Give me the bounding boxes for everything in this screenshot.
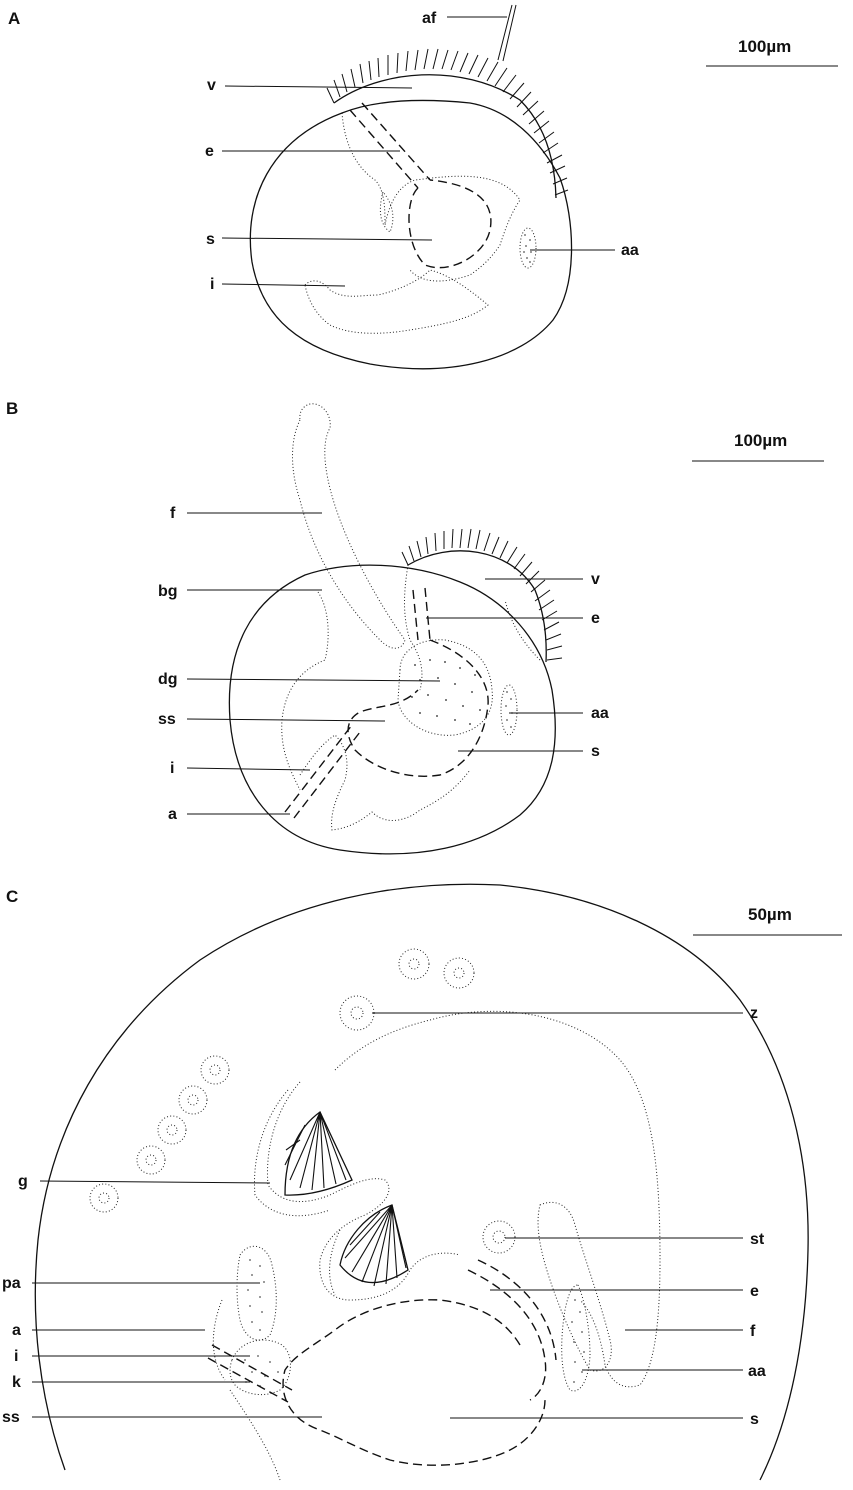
panel-a-label-i: i bbox=[210, 276, 214, 293]
panel-a: A 100µm af v e s i bbox=[8, 5, 838, 369]
panel-a-scale-text: 100µm bbox=[738, 37, 791, 56]
panel-b-stomach bbox=[348, 640, 488, 776]
panel-b-body-outline bbox=[229, 565, 555, 854]
panel-c-label-z: z bbox=[750, 1005, 758, 1022]
panel-b-label-i: i bbox=[170, 760, 174, 777]
panel-a-leader-s bbox=[222, 238, 432, 240]
panel-b-velar-lobe bbox=[405, 565, 541, 690]
panel-b-leader-ss bbox=[187, 719, 385, 721]
panel-a-stomach bbox=[409, 180, 491, 268]
panel-c-label-aa: aa bbox=[748, 1363, 766, 1380]
panel-c-rectum bbox=[208, 1345, 292, 1402]
panel-c-esophagus bbox=[468, 1260, 556, 1400]
panel-a-leader-i bbox=[222, 284, 345, 286]
panel-c-gill-fold bbox=[267, 1082, 460, 1300]
panel-b-label-v: v bbox=[591, 571, 600, 588]
panel-c-label-a: a bbox=[12, 1322, 21, 1339]
panel-c-cells bbox=[90, 949, 515, 1253]
panel-c: C 50µm bbox=[2, 884, 842, 1480]
panel-b-label-aa: aa bbox=[591, 705, 609, 722]
panel-c-mantle-edge bbox=[213, 1300, 280, 1480]
panel-a-anal-cell-stipple bbox=[523, 234, 532, 263]
panel-b-label-ss: ss bbox=[158, 711, 176, 728]
panel-c-label-ss: ss bbox=[2, 1409, 20, 1426]
panel-a-label-af: af bbox=[422, 10, 437, 27]
panel-c-scale-text: 50µm bbox=[748, 905, 792, 924]
panel-a-label-v: v bbox=[207, 77, 216, 94]
panel-b-foot bbox=[293, 404, 406, 648]
panel-b-leader-dg bbox=[187, 679, 440, 681]
panel-c-gill-fold-inner bbox=[254, 1090, 340, 1295]
panel-b-label-f: f bbox=[170, 505, 176, 522]
panel-a-leader-v bbox=[225, 86, 412, 88]
panel-c-label-pa: pa bbox=[2, 1275, 21, 1292]
panel-b-label-dg: dg bbox=[158, 671, 178, 688]
panel-b-label-bg: bg bbox=[158, 583, 178, 600]
panel-c-anal-cell bbox=[562, 1285, 590, 1391]
panel-a-apical-flagellum bbox=[498, 5, 516, 61]
panel-b-label-s: s bbox=[591, 743, 600, 760]
panel-b-label: B bbox=[6, 399, 18, 418]
panel-c-posterior-adductor-stipple bbox=[247, 1259, 265, 1331]
panel-b-digestive-gland-stipple bbox=[411, 659, 481, 725]
panel-b-label-e: e bbox=[591, 610, 600, 627]
panel-b-leader-i bbox=[187, 768, 310, 770]
panel-a-left-lobe bbox=[380, 192, 393, 232]
panel-c-gill-lower bbox=[340, 1205, 408, 1286]
panel-c-label-i: i bbox=[14, 1348, 18, 1365]
panel-b-scale-text: 100µm bbox=[734, 431, 787, 450]
panel-b-esophagus bbox=[413, 588, 430, 640]
panel-a-visceral-mass bbox=[342, 113, 520, 281]
panel-c-label-s: s bbox=[750, 1411, 759, 1428]
panel-b-label-a: a bbox=[168, 806, 177, 823]
panel-a-esophagus bbox=[350, 103, 430, 188]
panel-c-visceral-mass bbox=[335, 1011, 660, 1386]
panel-a-label: A bbox=[8, 9, 20, 28]
panel-c-label-k: k bbox=[12, 1374, 21, 1391]
panel-b-anal-cell-stipple bbox=[505, 691, 513, 728]
panel-c-label-st: st bbox=[750, 1231, 765, 1248]
panel-c-label-f: f bbox=[750, 1323, 756, 1340]
panel-c-posterior-adductor bbox=[237, 1246, 276, 1340]
panel-b-anal-cell bbox=[501, 685, 517, 735]
panel-c-label-e: e bbox=[750, 1283, 759, 1300]
panel-a-intestine bbox=[305, 270, 488, 333]
panel-c-gill-upper bbox=[285, 1112, 352, 1195]
panel-a-anal-cell bbox=[520, 228, 536, 268]
panel-c-leader-g bbox=[40, 1181, 270, 1183]
panel-c-stomach bbox=[283, 1300, 545, 1465]
panel-c-label: C bbox=[6, 887, 18, 906]
panel-a-label-e: e bbox=[205, 143, 214, 160]
panel-c-label-g: g bbox=[18, 1173, 28, 1190]
panel-a-label-aa: aa bbox=[621, 242, 639, 259]
panel-b-byssal-gland bbox=[282, 592, 328, 790]
panel-b-digestive-gland bbox=[398, 640, 492, 736]
panel-a-label-s: s bbox=[206, 231, 215, 248]
panel-b: B 100µm f bg dg bbox=[6, 399, 824, 854]
panel-a-velum-cilia bbox=[327, 49, 568, 198]
panel-b-intestine bbox=[300, 735, 470, 830]
